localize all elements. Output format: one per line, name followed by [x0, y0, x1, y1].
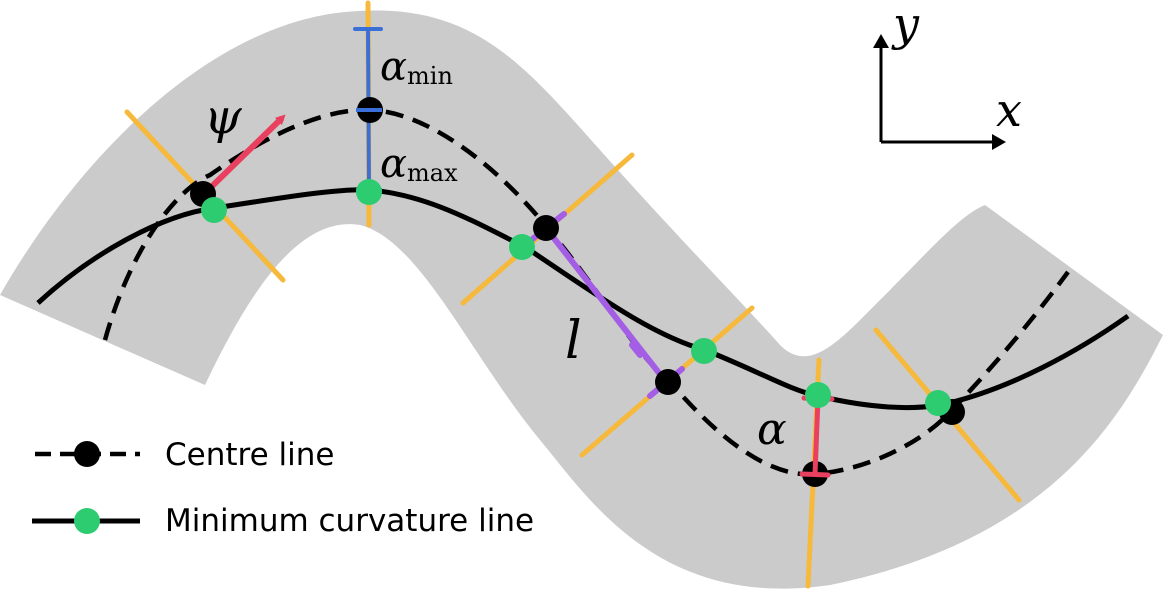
min-curvature-points [201, 179, 951, 416]
psi-label: ψ [204, 89, 243, 145]
y-axis-arrowhead [873, 34, 889, 48]
legend: Centre line Minimum curvature line [32, 437, 534, 539]
legend-label-centre-line: Centre line [165, 437, 334, 473]
axis-x-label: x [996, 83, 1022, 137]
heading-arrow [200, 114, 286, 198]
x-axis-arrowhead [992, 134, 1006, 150]
segment-length-label: l [565, 311, 582, 371]
legend-item-centre-line: Centre line [35, 437, 334, 473]
axis-y-label: y [891, 0, 920, 51]
alpha-max-label: αmax [380, 141, 458, 187]
axis-indicator [879, 46, 994, 144]
alpha-min-label: αmin [380, 44, 453, 90]
track-band [0, 10, 1163, 589]
legend-label-min-curvature-line: Minimum curvature line [165, 503, 534, 539]
legend-item-min-curvature-line: Minimum curvature line [32, 503, 534, 539]
alpha-label: α [757, 404, 787, 455]
